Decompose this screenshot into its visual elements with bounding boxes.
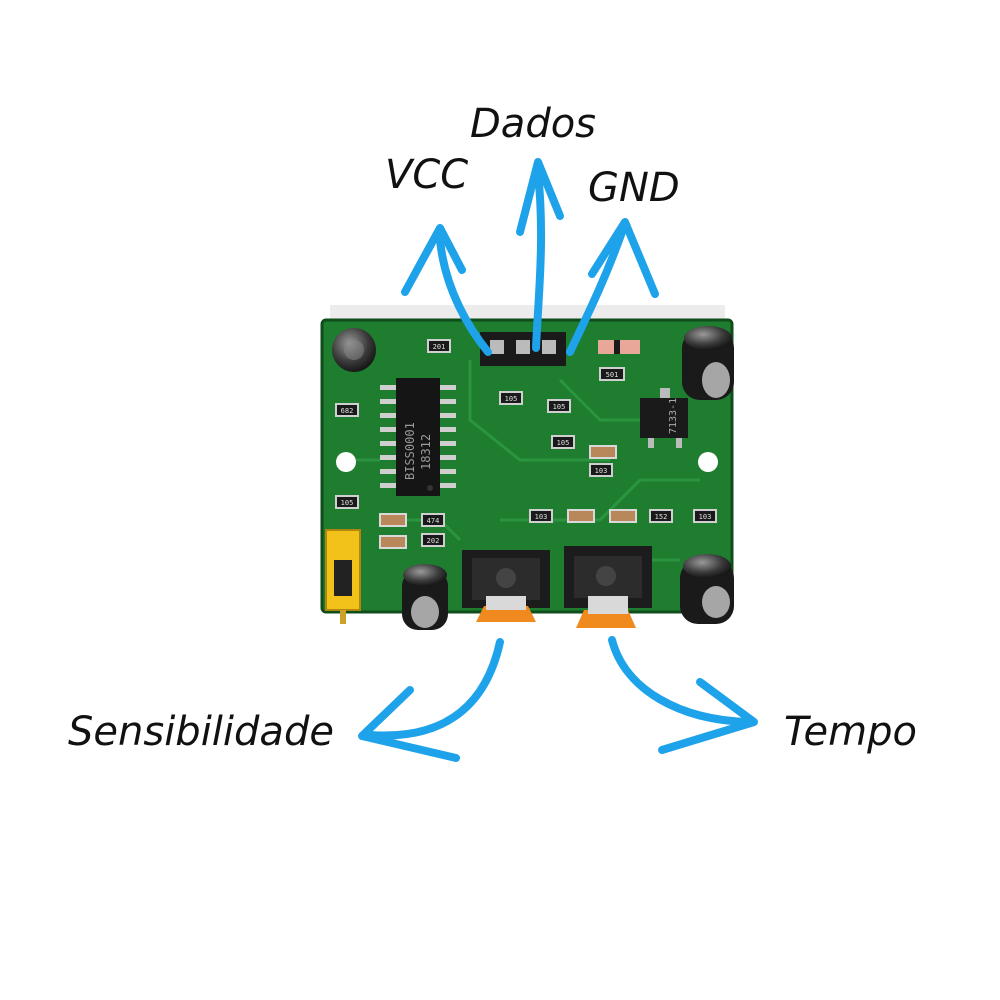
smd-resistor: [335, 495, 359, 509]
mounting-hole: [336, 452, 356, 472]
smd-resistor: [427, 339, 451, 353]
sensitivity-arrow: [366, 638, 504, 740]
dados-arrow: [532, 168, 546, 352]
vcc-arrow: [436, 236, 492, 356]
smd-resistor-code: 105: [557, 439, 570, 447]
smd-resistor-code: 103: [535, 513, 548, 521]
gnd-arrowhead: [588, 218, 659, 298]
sensitivity-arrowhead: [358, 686, 460, 762]
smd-resistor-code: 682: [341, 407, 354, 415]
label-sensitivity: Sensibilidade: [68, 709, 334, 755]
smd-resistor-code: 201: [433, 343, 446, 351]
voltage-regulator: 7133-1: [640, 388, 688, 448]
smd-resistor-code: 202: [427, 537, 440, 545]
time-potentiometer: [564, 546, 652, 628]
smd-resistor-code: 105: [341, 499, 354, 507]
smd-resistor-code: 103: [595, 467, 608, 475]
smd-resistor-code: 501: [606, 371, 619, 379]
smd-resistor: [551, 435, 575, 449]
smd-resistor: [589, 463, 613, 477]
regulator-marking: 7133-1: [668, 398, 679, 434]
diode: [598, 340, 640, 354]
dados-arrowhead: [516, 158, 564, 236]
time-arrowhead: [658, 678, 758, 754]
smd-resistor-code: 152: [655, 513, 668, 521]
smd-resistor: [529, 509, 553, 523]
smd-resistor: [421, 513, 445, 527]
gnd-arrow: [566, 228, 626, 356]
smd-resistor: [693, 509, 717, 523]
sensitivity-potentiometer: [462, 550, 550, 622]
capacitor-top-left: [332, 328, 376, 372]
vcc-arrowhead: [401, 224, 466, 296]
smd-capacitor: [379, 513, 407, 527]
trigger-jumper: [325, 529, 361, 624]
pin-header: [480, 332, 566, 366]
smd-resistor: [335, 403, 359, 417]
smd-resistor-code: 105: [505, 395, 518, 403]
smd-resistor-code: 103: [699, 513, 712, 521]
smd-capacitor: [567, 509, 595, 523]
smd-capacitor: [589, 445, 617, 459]
smd-resistor: [599, 367, 625, 381]
smd-resistor: [649, 509, 673, 523]
mounting-hole: [698, 452, 718, 472]
time-arrow: [608, 636, 752, 726]
smd-resistor: [421, 533, 445, 547]
label-time: Tempo: [784, 709, 917, 755]
smd-capacitor: [609, 509, 637, 523]
label-vcc-pin: VCC: [385, 152, 469, 198]
ic-marking-line2: 18312: [419, 434, 433, 470]
biss0001-ic: BISS0001 18312: [380, 378, 456, 496]
label-data-pin: Dados: [470, 101, 597, 147]
callout-arrows: [358, 158, 758, 762]
smd-components: 201 682 105 105 105 103 501 474 202 105 103 152 103: [335, 339, 717, 549]
smd-resistor: [547, 399, 571, 413]
capacitor-top-right: [682, 326, 734, 400]
smd-resistor-code: 105: [553, 403, 566, 411]
ic-marking-line1: BISS0001: [403, 422, 417, 480]
capacitor-bottom-left: [402, 564, 448, 630]
smd-capacitor: [379, 535, 407, 549]
smd-resistor: [499, 391, 523, 405]
smd-resistor-code: 474: [427, 517, 440, 525]
capacitor-bottom-right: [680, 554, 734, 624]
label-gnd-pin: GND: [588, 165, 680, 211]
